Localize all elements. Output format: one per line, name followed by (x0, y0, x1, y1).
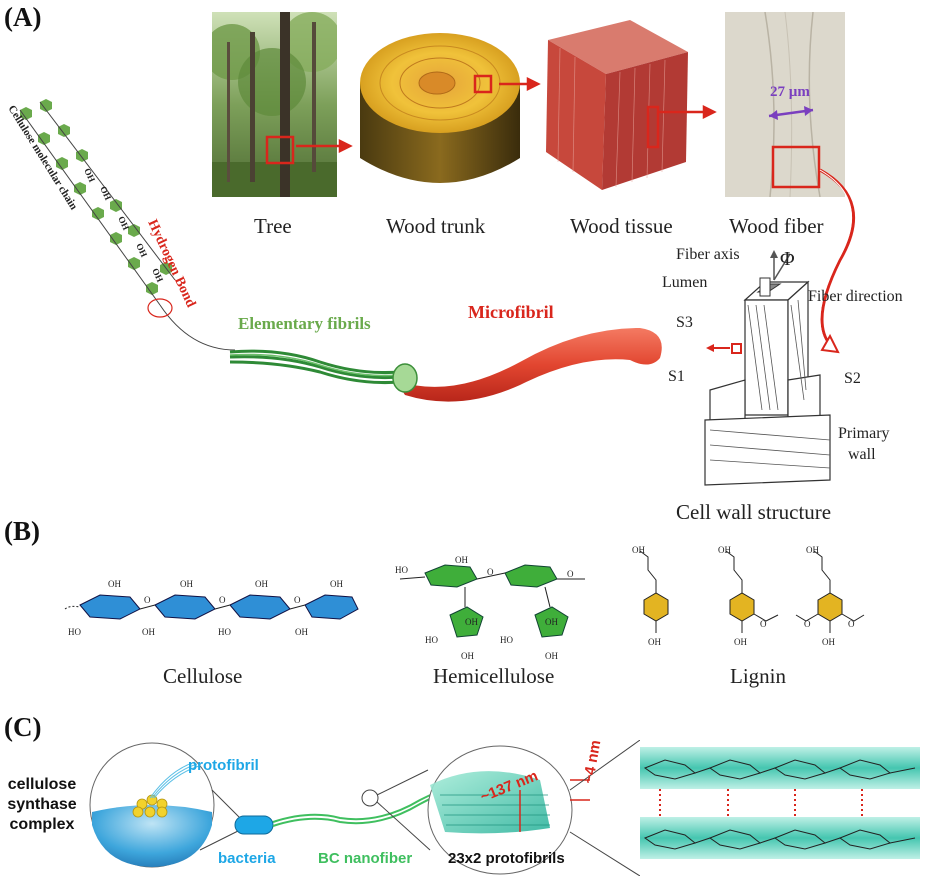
oh-label: OH (180, 579, 193, 589)
s2-label: S2 (844, 370, 861, 387)
oh-label: OH (632, 545, 645, 555)
oh-label: OH (806, 545, 819, 555)
cellulose-chain-diagram: Cellulose molecular chain Hydrogen Bond … (5, 99, 236, 351)
synthase-line-2: synthase (7, 796, 77, 813)
primary-wall-label-2: wall (848, 446, 876, 463)
oh-label: OH (98, 185, 113, 202)
panel-c-letter: (C) (4, 712, 42, 742)
panel-b-letter: (B) (4, 516, 40, 546)
microfibril-label: Microfibril (468, 302, 554, 322)
ho-label: HO (425, 635, 438, 645)
oh-label: OH (142, 627, 155, 637)
wood-tissue-caption: Wood tissue (570, 214, 673, 238)
fibril-illustration (229, 328, 662, 402)
oh-label: OH (545, 617, 558, 627)
ho-label: HO (395, 565, 408, 575)
s3-label: S3 (676, 314, 693, 331)
s1-label: S1 (668, 368, 685, 385)
bridge-oxygen: O (294, 595, 301, 605)
oh-label: OH (255, 579, 268, 589)
oh-label: OH (134, 242, 149, 259)
synthase-complex-label: cellulose synthase complex (4, 775, 80, 835)
cell-wall-caption: Cell wall structure (676, 500, 832, 524)
protofibril-count-label: 23x2 protofibrils (448, 850, 565, 867)
cellulose-caption: Cellulose (163, 664, 243, 688)
wood-trunk-caption: Wood trunk (386, 214, 486, 238)
fiber-axis-label: Fiber axis (676, 246, 740, 263)
oh-label: OH (648, 637, 661, 647)
bridge-oxygen: O (760, 619, 767, 629)
zoom-arrows (296, 76, 856, 354)
oh-label: OH (330, 579, 343, 589)
phi-label: Φ (780, 248, 795, 270)
primary-wall-label-1: Primary (838, 425, 890, 442)
hemicellulose-caption: Hemicellulose (433, 664, 555, 688)
ho-label: HO (68, 627, 81, 637)
bridge-oxygen: O (487, 567, 494, 577)
oh-label: OH (455, 555, 468, 565)
panel-a-letter: (A) (4, 2, 42, 32)
oh-label: OH (718, 545, 731, 555)
bridge-oxygen: O (219, 595, 226, 605)
cellulose-chain-label: Cellulose molecular chain (5, 103, 79, 212)
elementary-fibrils-label: Elementary fibrils (238, 314, 371, 333)
fiber-direction-label: Fiber direction (808, 288, 903, 305)
wood-fiber-micrograph (725, 11, 845, 198)
hydrogen-bond-label: Hydrogen Bond (144, 217, 198, 310)
protofibril-label: protofibril (188, 757, 259, 774)
bridge-oxygen: O (804, 619, 811, 629)
lignin-caption: Lignin (730, 664, 786, 688)
cellulose-structure: OH HO OH OH OH HO OH OH O O O (64, 579, 359, 637)
oh-label: OH (545, 651, 558, 661)
hemicellulose-structure: HO OH O O OH OH HO HO OH OH (395, 555, 585, 661)
bridge-oxygen: O (567, 569, 574, 579)
wood-tissue-image (540, 12, 690, 192)
oh-label: OH (295, 627, 308, 637)
oh-label: OH (734, 637, 747, 647)
cellulose-lattice (640, 747, 920, 859)
oh-label: OH (82, 167, 97, 184)
synthase-line-3: complex (9, 816, 75, 833)
bacteria-label: bacteria (218, 850, 276, 867)
bridge-oxygen: O (848, 619, 855, 629)
lignin-structures: OH OH OH OH OH OH O O O (632, 545, 865, 647)
wood-fiber-caption: Wood fiber (729, 214, 824, 238)
bc-nanofiber-illustration (89, 740, 640, 876)
tree-photo (204, 12, 342, 197)
ho-label: HO (218, 627, 231, 637)
lumen-label: Lumen (662, 274, 708, 291)
bridge-oxygen: O (144, 595, 151, 605)
wood-trunk-image (355, 18, 525, 193)
cell-wall-diagram (704, 250, 831, 486)
oh-label: OH (461, 651, 474, 661)
fiber-width-label: 27 µm (770, 84, 810, 100)
tree-caption: Tree (254, 214, 292, 238)
oh-label: OH (465, 617, 478, 627)
oh-label: OH (108, 579, 121, 589)
oh-label: OH (822, 637, 835, 647)
synthase-line-1: cellulose (7, 776, 77, 793)
bc-nanofiber-label: BC nanofiber (318, 850, 413, 867)
ho-label: HO (500, 635, 513, 645)
